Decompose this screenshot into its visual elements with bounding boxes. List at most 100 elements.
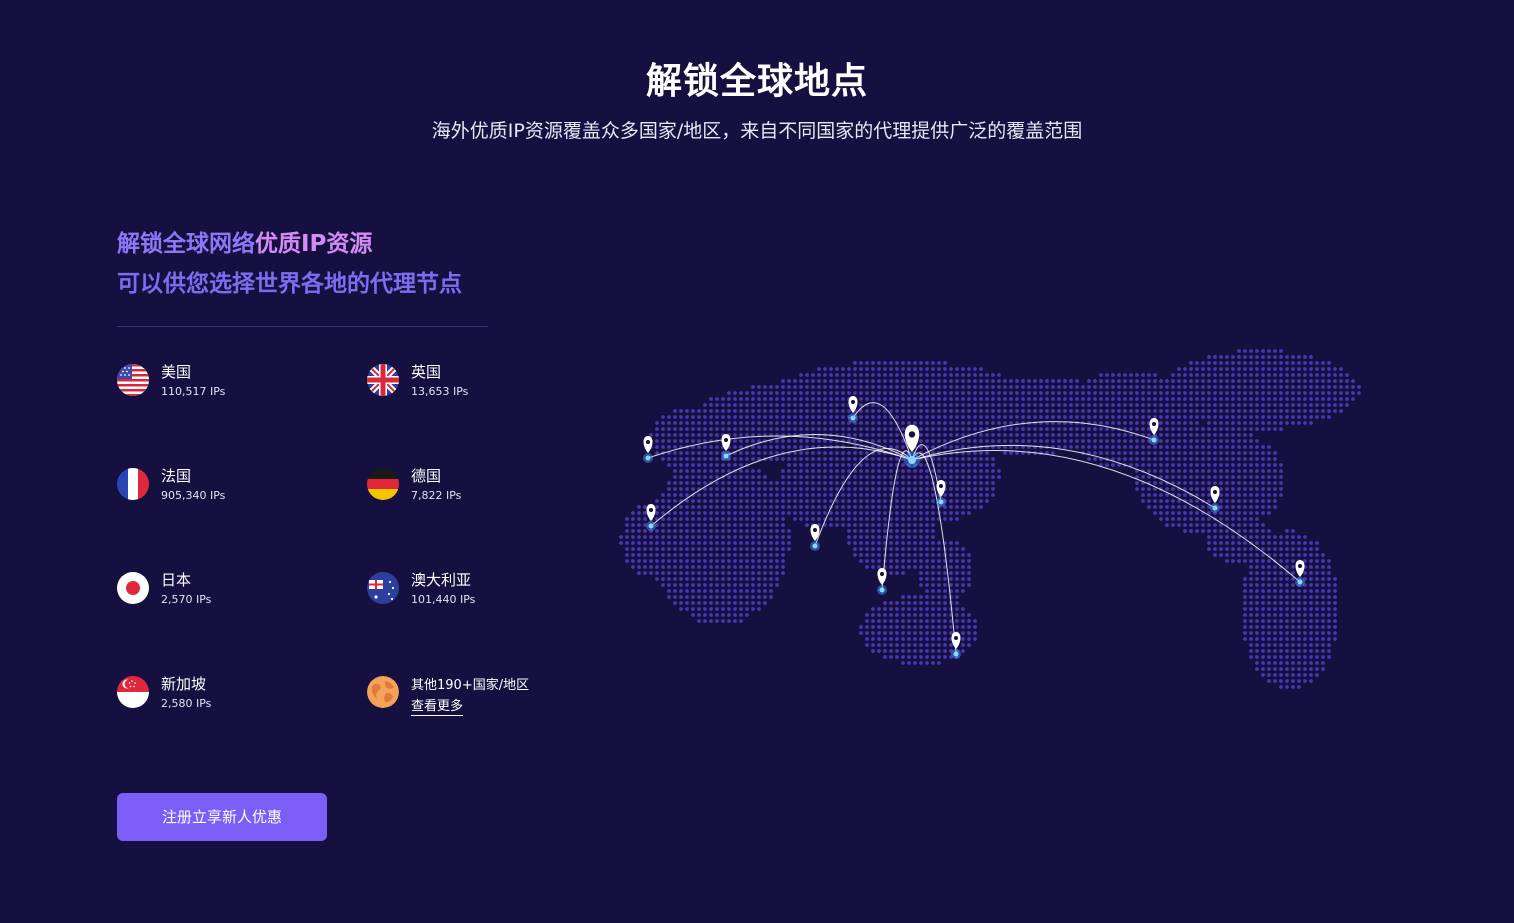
map-dot — [961, 373, 965, 377]
map-dot — [859, 397, 863, 401]
map-dot — [1171, 505, 1175, 509]
map-dot — [877, 409, 881, 413]
map-dot — [1177, 367, 1181, 371]
map-dot — [1255, 367, 1259, 371]
map-dot — [1027, 415, 1031, 419]
map-dot — [793, 391, 797, 395]
map-dot — [745, 559, 749, 563]
map-dot — [1135, 427, 1139, 431]
map-dot — [1249, 505, 1253, 509]
map-dot — [823, 367, 827, 371]
map-dot — [937, 403, 941, 407]
map-dot — [1159, 409, 1163, 413]
map-dot — [931, 385, 935, 389]
map-dot — [991, 409, 995, 413]
map-dot — [985, 499, 989, 503]
map-dot — [787, 379, 791, 383]
map-dot — [1207, 367, 1211, 371]
map-dot — [727, 427, 731, 431]
map-dot — [1171, 409, 1175, 413]
map-dot — [703, 439, 707, 443]
map-dot — [1195, 439, 1199, 443]
map-dot — [1159, 415, 1163, 419]
map-dot — [919, 553, 923, 557]
map-dot — [769, 505, 773, 509]
map-dot — [859, 415, 863, 419]
map-dot — [805, 487, 809, 491]
map-dot — [1105, 427, 1109, 431]
map-dot — [775, 583, 779, 587]
map-dot — [1315, 589, 1319, 593]
map-dot — [1303, 601, 1307, 605]
map-dot — [1297, 553, 1301, 557]
map-dot — [1033, 397, 1037, 401]
map-dot — [1279, 427, 1283, 431]
map-dot — [1297, 541, 1301, 545]
map-dot — [1225, 409, 1229, 413]
map-dot — [1015, 415, 1019, 419]
map-dot — [1057, 409, 1061, 413]
map-dot — [1267, 613, 1271, 617]
map-dot — [1003, 427, 1007, 431]
map-dot — [1291, 553, 1295, 557]
map-dot — [1273, 625, 1277, 629]
map-dot — [1057, 427, 1061, 431]
map-dot — [655, 559, 659, 563]
map-dot — [919, 601, 923, 605]
map-dot — [1111, 457, 1115, 461]
map-dot — [973, 625, 977, 629]
map-dot — [727, 409, 731, 413]
map-dot — [1303, 559, 1307, 563]
map-dot — [817, 517, 821, 521]
map-dot — [895, 619, 899, 623]
location-pin-icon — [643, 436, 653, 453]
map-dot — [715, 445, 719, 449]
map-dot — [1243, 481, 1247, 485]
map-dot — [961, 649, 965, 653]
map-dot — [931, 631, 935, 635]
map-dot — [721, 583, 725, 587]
map-dot — [787, 409, 791, 413]
map-dot — [1279, 637, 1283, 641]
map-dot — [697, 535, 701, 539]
map-dot — [781, 535, 785, 539]
map-dot — [1171, 517, 1175, 521]
map-dot — [1033, 409, 1037, 413]
map-dot — [1237, 379, 1241, 383]
map-dot — [1255, 499, 1259, 503]
map-dot — [961, 559, 965, 563]
map-dot — [757, 589, 761, 593]
map-dot — [643, 517, 647, 521]
map-dot — [859, 535, 863, 539]
map-dot — [1201, 379, 1205, 383]
map-dot — [763, 547, 767, 551]
map-dot — [883, 433, 887, 437]
map-dot — [889, 409, 893, 413]
view-more-link[interactable]: 查看更多 — [411, 695, 464, 716]
map-dot — [667, 577, 671, 581]
map-dot — [877, 397, 881, 401]
map-dot — [913, 631, 917, 635]
map-dot — [1201, 517, 1205, 521]
map-dot — [1261, 457, 1265, 461]
map-dot — [949, 643, 953, 647]
map-dot — [1165, 451, 1169, 455]
register-button[interactable]: 注册立享新人优惠 — [117, 793, 327, 841]
map-dot — [1195, 487, 1199, 491]
map-dot — [877, 631, 881, 635]
map-dot — [1297, 367, 1301, 371]
map-dot — [1327, 367, 1331, 371]
map-dot — [919, 487, 923, 491]
map-dot — [1231, 505, 1235, 509]
map-dot — [943, 505, 947, 509]
map-dot — [823, 403, 827, 407]
map-dot — [1285, 625, 1289, 629]
map-dot — [1093, 379, 1097, 383]
map-dot — [691, 457, 695, 461]
map-dot — [769, 397, 773, 401]
map-dot — [1213, 445, 1217, 449]
map-dot — [1333, 397, 1337, 401]
map-dot — [817, 451, 821, 455]
map-dot — [1357, 385, 1361, 389]
map-dot — [955, 397, 959, 401]
